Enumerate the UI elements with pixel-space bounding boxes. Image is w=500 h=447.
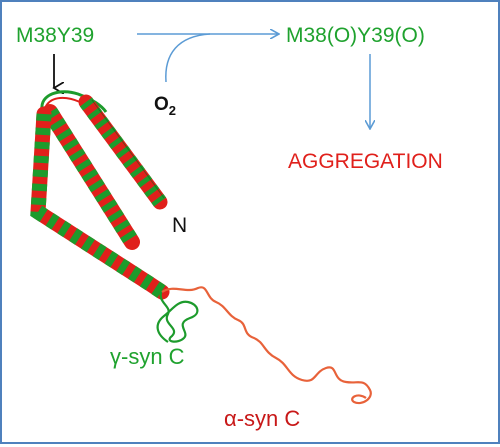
top-loop [40,90,108,113]
alpha-syn-c-label: α-syn C [224,406,300,431]
oxidant-subscript: 2 [169,103,176,118]
oxidant-arc [165,33,211,83]
reactant-label: M38Y39 [16,24,94,47]
helix-n-terminal [78,94,168,210]
n-terminus-label: N [172,214,187,237]
product-label: M38(O)Y39(O) [286,24,425,47]
helix-long [42,104,140,250]
alpha-tail [161,286,372,405]
gamma-tail [156,289,199,343]
helix-c-proximal [30,106,170,300]
oxidant-label: O2 [154,94,176,118]
protein-structure [30,90,372,405]
top-loop-red [45,96,81,107]
gamma-syn-c-label: γ-syn C [110,344,185,369]
figure-svg: M38Y39 M38(O)Y39(O) O2 AGGREGATION [16,24,443,431]
oxidant-main: O [154,94,169,115]
aggregation-label: AGGREGATION [288,150,443,173]
